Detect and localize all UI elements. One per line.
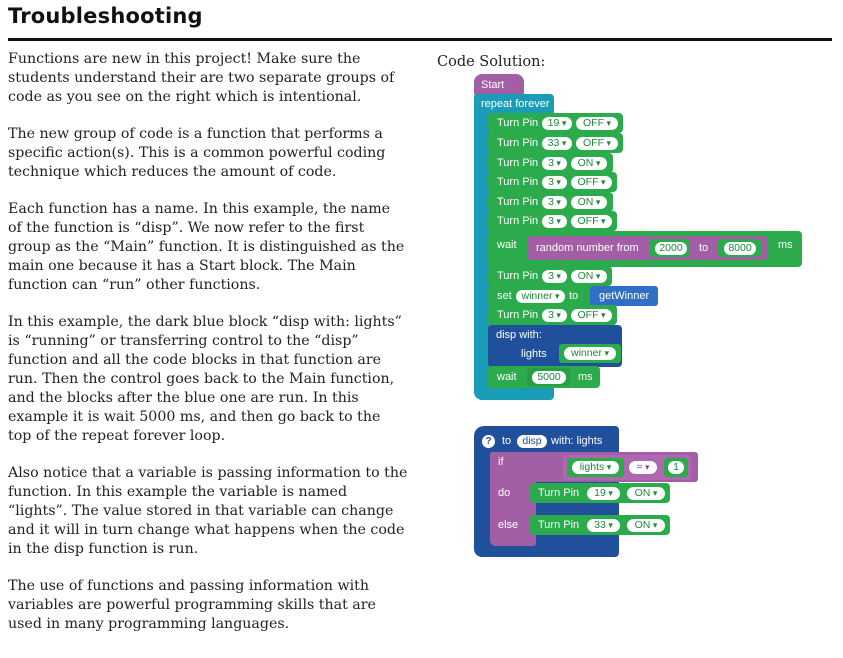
else-label: else [498, 519, 519, 531]
turn-pin-label: Turn Pin [497, 270, 539, 282]
set-variable-dropdown[interactable]: winner [516, 290, 565, 303]
explanation-text: Functions are new in this project! Make … [8, 50, 408, 652]
to-number-value[interactable]: 8000 [724, 242, 756, 255]
pin-dropdown[interactable]: 3 [542, 215, 567, 228]
help-icon[interactable]: ? [482, 435, 495, 448]
paragraph-4: In this example, the dark blue block “di… [8, 314, 402, 444]
paragraph-2: The new group of code is a function that… [8, 126, 386, 180]
pin-dropdown[interactable]: 3 [542, 176, 567, 189]
function-params-label: with: lights [551, 435, 603, 447]
pin-dropdown[interactable]: 33 [542, 137, 572, 150]
get-winner-block[interactable] [590, 286, 658, 306]
wait-label: wait [497, 239, 517, 251]
state-dropdown[interactable]: OFF [576, 137, 618, 150]
state-dropdown[interactable]: OFF [576, 117, 618, 130]
set-to-label: to [569, 290, 579, 302]
pin-dropdown[interactable]: 3 [542, 270, 567, 283]
pin-dropdown[interactable]: 33 [587, 519, 620, 532]
turn-pin-label: Turn Pin [497, 157, 539, 169]
turn-pin-label: Turn Pin [497, 176, 539, 188]
ms-label: ms [578, 371, 593, 383]
lights-arg-label: lights [521, 348, 547, 360]
turn-pin-label: Turn Pin [538, 487, 580, 499]
pin-dropdown[interactable]: 3 [542, 309, 567, 322]
state-dropdown[interactable]: OFF [571, 309, 612, 322]
state-dropdown[interactable]: OFF [571, 215, 612, 228]
state-dropdown[interactable]: ON [571, 157, 607, 170]
ms-label: ms [778, 239, 793, 251]
paragraph-5: Also notice that a variable is passing i… [8, 465, 408, 557]
random-number-label: random number from [536, 242, 639, 254]
compare-value[interactable]: 1 [668, 461, 684, 474]
state-dropdown[interactable]: OFF [571, 176, 612, 189]
pin-dropdown[interactable]: 19 [587, 487, 620, 500]
page-title: Troubleshooting [8, 4, 203, 28]
pin-dropdown[interactable]: 19 [542, 117, 572, 130]
turn-pin-label: Turn Pin [497, 215, 539, 227]
state-dropdown[interactable]: ON [627, 519, 665, 532]
pin-dropdown[interactable]: 3 [542, 196, 567, 209]
state-dropdown[interactable]: ON [571, 270, 607, 283]
from-number-value[interactable]: 2000 [655, 242, 687, 255]
state-dropdown[interactable]: ON [627, 487, 665, 500]
if-label: if [498, 456, 504, 468]
do-label: do [498, 487, 511, 499]
else-row [490, 509, 536, 539]
turn-pin-label: Turn Pin [538, 519, 580, 531]
lights-var-dropdown[interactable]: lights [572, 461, 619, 474]
function-to-label: to [502, 435, 512, 447]
lights-arg-dropdown[interactable]: winner [564, 347, 616, 360]
start-block[interactable] [474, 74, 524, 96]
state-dropdown[interactable]: ON [571, 196, 607, 209]
turn-pin-label: Turn Pin [497, 137, 539, 149]
turn-pin-label: Turn Pin [497, 117, 539, 129]
start-label: Start [481, 79, 505, 91]
paragraph-6: The use of functions and passing informa… [8, 578, 376, 632]
wait-label: wait [497, 371, 517, 383]
turn-pin-label: Turn Pin [497, 309, 539, 321]
code-solution-label: Code Solution: [437, 54, 546, 70]
get-winner-label: getWinner [599, 290, 650, 302]
operator-dropdown[interactable]: = [629, 461, 657, 474]
to-label: to [699, 242, 709, 254]
turn-pin-label: Turn Pin [497, 196, 539, 208]
title-divider [8, 38, 832, 41]
disp-with-label: disp with: [496, 329, 542, 341]
set-label: set [497, 290, 512, 302]
pin-dropdown[interactable]: 3 [542, 157, 567, 170]
function-name-field[interactable]: disp [517, 435, 547, 448]
repeat-forever-label: repeat forever [481, 98, 550, 110]
paragraph-1: Functions are new in this project! Make … [8, 51, 395, 105]
wait-number-value[interactable]: 5000 [532, 371, 566, 384]
paragraph-3: Each function has a name. In this exampl… [8, 201, 405, 293]
